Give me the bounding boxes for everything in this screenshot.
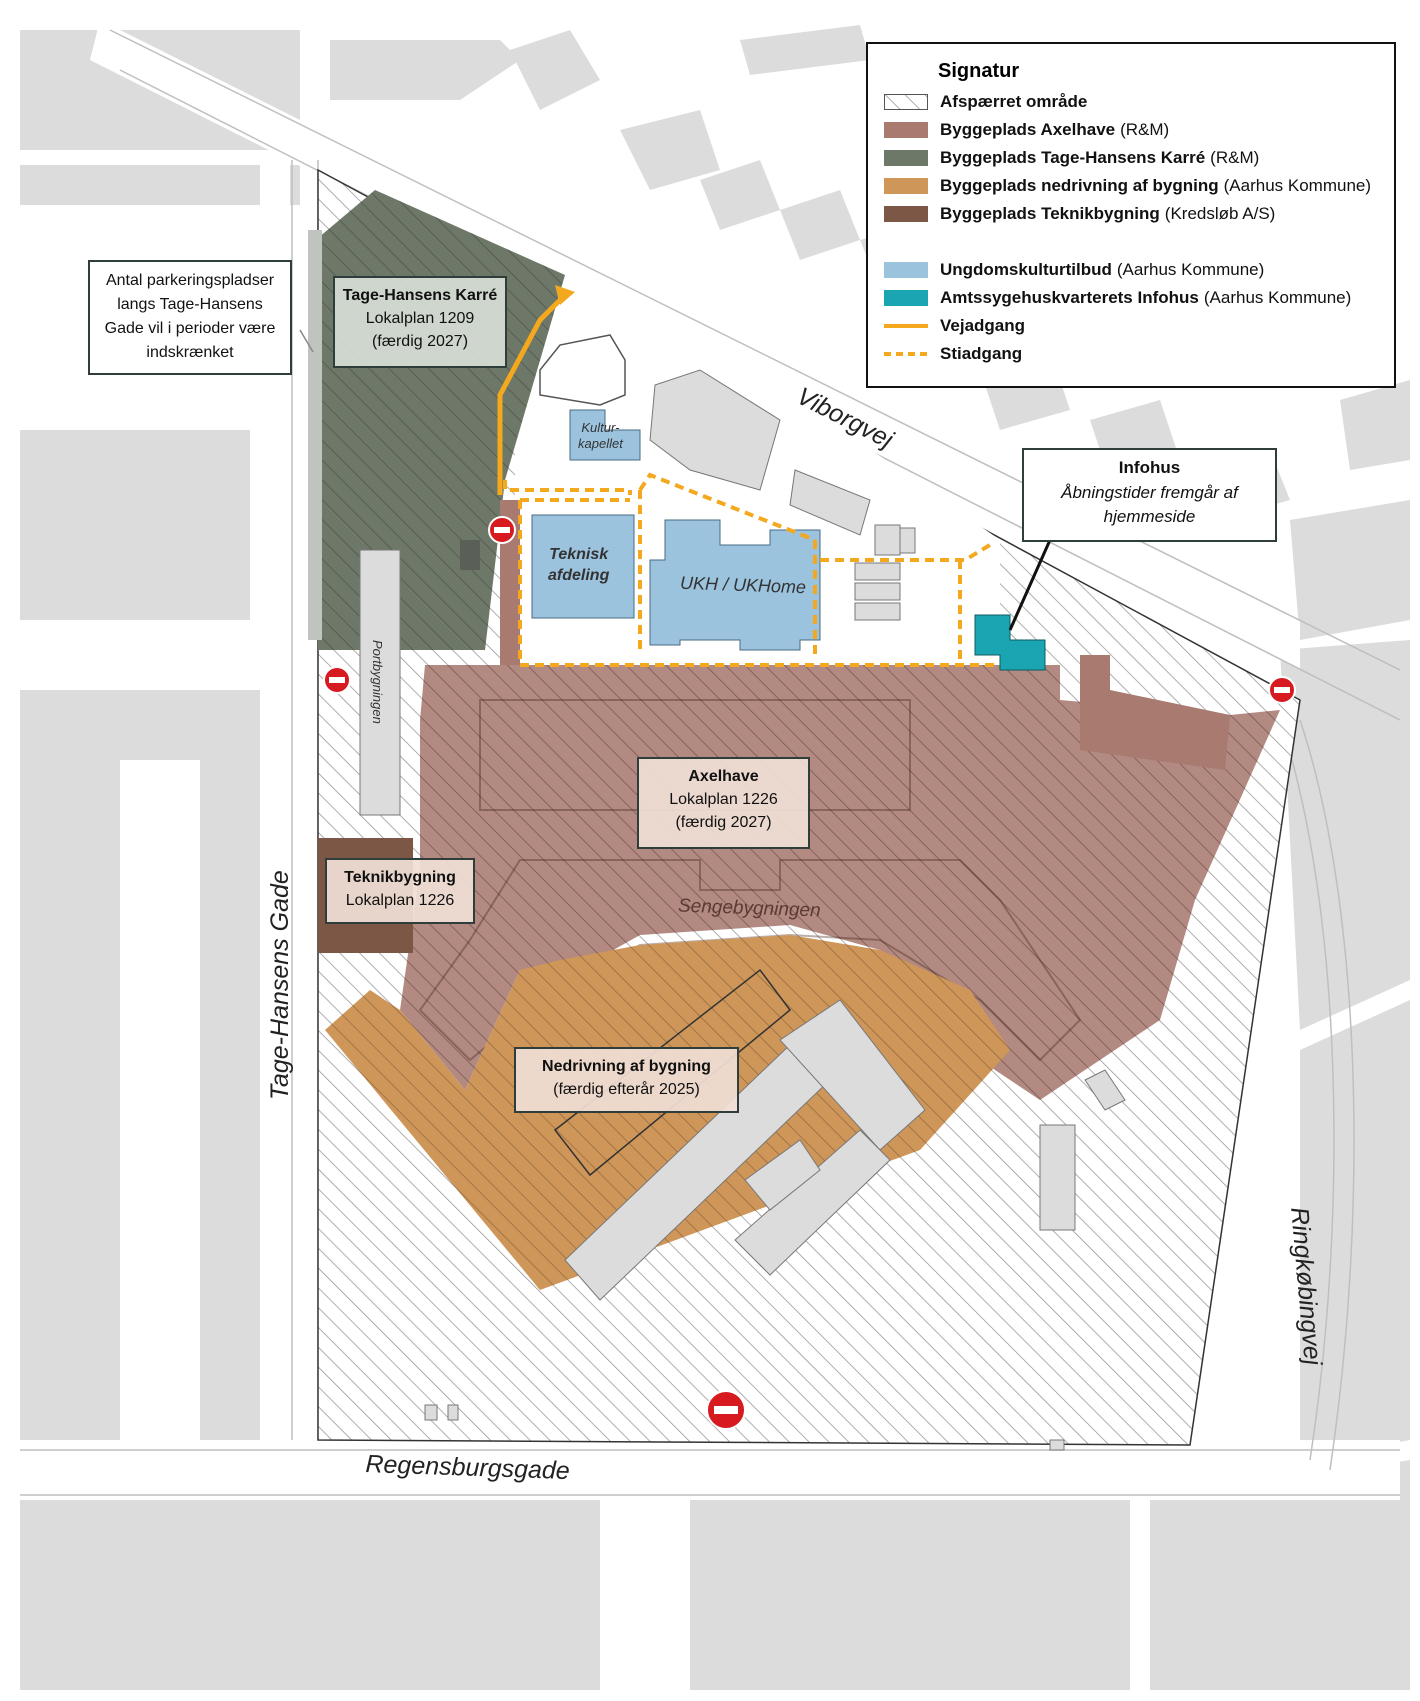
legend-item-name: Stiadgang — [940, 344, 1023, 363]
vejadgang-route — [497, 298, 562, 495]
legend-item-name: Amtssygehuskvarterets Infohus — [940, 288, 1199, 307]
arrow-icon — [555, 285, 575, 305]
legend-item-name: Byggeplads Teknikbygning — [940, 204, 1160, 223]
legend-symbol-fill — [884, 262, 928, 278]
legend-item-name: Vejadgang — [940, 316, 1026, 335]
label-parking-line4: indskrænket — [146, 344, 234, 361]
legend-symbol-line — [884, 318, 928, 334]
label-axelhave-line2: (færdig 2027) — [675, 814, 772, 832]
legend-item-owner: (R&M) — [1210, 148, 1260, 167]
legend-item: Byggeplads Tage-Hansens Karré(R&M) — [884, 146, 1259, 170]
label-kulturkapellet-line1: Kultur- — [581, 420, 620, 435]
legend-symbol-fill — [884, 290, 928, 306]
legend-item-name: Byggeplads Tage-Hansens Karré — [940, 148, 1206, 167]
legend-item-owner: (Aarhus Kommune) — [1223, 176, 1372, 195]
label-nedrivning-line1: (færdig efterår 2025) — [553, 1081, 700, 1099]
label-teknikbygning: Teknikbygning Lokalplan 1226 — [325, 858, 475, 924]
legend-item-owner: (Kredsløb A/S) — [1164, 204, 1276, 223]
street-tage-hansens-gade: Tage-Hansens Gade — [266, 870, 294, 1100]
legend-symbol-dash — [884, 346, 928, 362]
label-parking-line1: Antal parkeringspladser — [105, 272, 275, 289]
legend-symbol-hatch — [884, 94, 928, 110]
label-kulturkapellet: Kultur- kapellet — [578, 420, 623, 451]
legend-item: Byggeplads nedrivning af bygning(Aarhus … — [884, 174, 1371, 198]
label-teknikbygning-line1: Lokalplan 1226 — [345, 892, 455, 910]
existing-buildings — [359, 369, 1126, 1451]
label-teknisk-line1: Teknisk — [549, 546, 609, 563]
site-axelhave — [400, 500, 1280, 1100]
infohus-leader — [1008, 539, 1052, 631]
no-entry-icon — [1268, 676, 1296, 704]
legend-title: Signatur — [938, 60, 1020, 82]
label-teknisk-afdeling: Teknisk afdeling — [548, 545, 609, 587]
parking-leader — [299, 329, 314, 353]
label-parking-line3: Gade vil i perioder være — [104, 320, 276, 337]
label-tage-hansens-karre: Tage-Hansens Karré Lokalplan 1209 (færdi… — [333, 276, 507, 368]
label-infohus: Infohus Åbningstider fremgår af hjemmesi… — [1022, 448, 1277, 542]
legend-item: Ungdomskulturtilbud(Aarhus Kommune) — [884, 258, 1264, 282]
no-entry-icon — [706, 1390, 746, 1430]
legend-item-owner: (Aarhus Kommune) — [1116, 260, 1265, 279]
legend-symbol-fill — [884, 150, 928, 166]
label-infohus-line2: hjemmeside — [1103, 507, 1196, 527]
label-axelhave-line1: Lokalplan 1226 — [669, 791, 778, 809]
no-entry-icons — [323, 516, 1296, 1430]
legend-item: Afspærret område — [884, 90, 1092, 114]
legend-item-name: Ungdomskulturtilbud — [940, 260, 1112, 279]
label-tage-hansens-line1: Lokalplan 1209 — [365, 310, 475, 328]
label-axelhave-title: Axelhave — [688, 768, 759, 785]
legend-symbol-fill — [884, 122, 928, 138]
label-nedrivning-title: Nedrivning af bygning — [542, 1058, 711, 1075]
surrounding-blocks — [20, 25, 1410, 1690]
no-entry-icon — [488, 516, 516, 544]
legend-symbol-fill — [884, 178, 928, 194]
legend-item-owner: (R&M) — [1120, 120, 1170, 139]
label-tage-hansens-line2: (færdig 2027) — [371, 333, 469, 351]
label-nedrivning: Nedrivning af bygning (færdig efterår 20… — [514, 1047, 739, 1113]
legend-item-name: Byggeplads nedrivning af bygning — [940, 176, 1219, 195]
infohus-building — [974, 614, 1046, 671]
legend-item-name: Byggeplads Axelhave — [940, 120, 1116, 139]
legend-item: Byggeplads Teknikbygning(Kredsløb A/S) — [884, 202, 1275, 226]
no-entry-icon — [323, 666, 351, 694]
legend-item-owner: (Aarhus Kommune) — [1203, 288, 1352, 307]
label-parking-line2: langs Tage-Hansens — [117, 296, 263, 313]
legend-item: Byggeplads Axelhave(R&M) — [884, 118, 1169, 142]
label-teknisk-line2: afdeling — [548, 566, 610, 584]
label-portbygningen: Portbygningen — [370, 640, 385, 724]
label-axelhave: Axelhave Lokalplan 1226 (færdig 2027) — [637, 757, 810, 849]
legend-item: Stiadgang — [884, 342, 1027, 366]
legend-item-name: Afspærret område — [940, 92, 1088, 111]
label-infohus-line1: Åbningstider fremgår af — [1061, 482, 1238, 502]
legend-item: Vejadgang — [884, 314, 1030, 338]
label-parking-note: Antal parkeringspladser langs Tage-Hanse… — [88, 260, 292, 375]
label-teknikbygning-title: Teknikbygning — [344, 869, 456, 886]
label-ukh: UKH / UKHome — [679, 572, 807, 598]
legend-item: Amtssygehuskvarterets Infohus(Aarhus Kom… — [884, 286, 1351, 310]
outline-building — [539, 334, 626, 406]
stiadgang-route — [503, 472, 1000, 667]
label-tage-hansens-title: Tage-Hansens Karré — [342, 287, 498, 304]
small-building — [460, 540, 480, 570]
legend-symbol-fill — [884, 206, 928, 222]
label-kulturkapellet-line2: kapellet — [578, 435, 623, 451]
label-infohus-title: Infohus — [1118, 458, 1181, 477]
youth-culture-buildings — [531, 409, 821, 651]
access-routes — [497, 285, 1000, 667]
